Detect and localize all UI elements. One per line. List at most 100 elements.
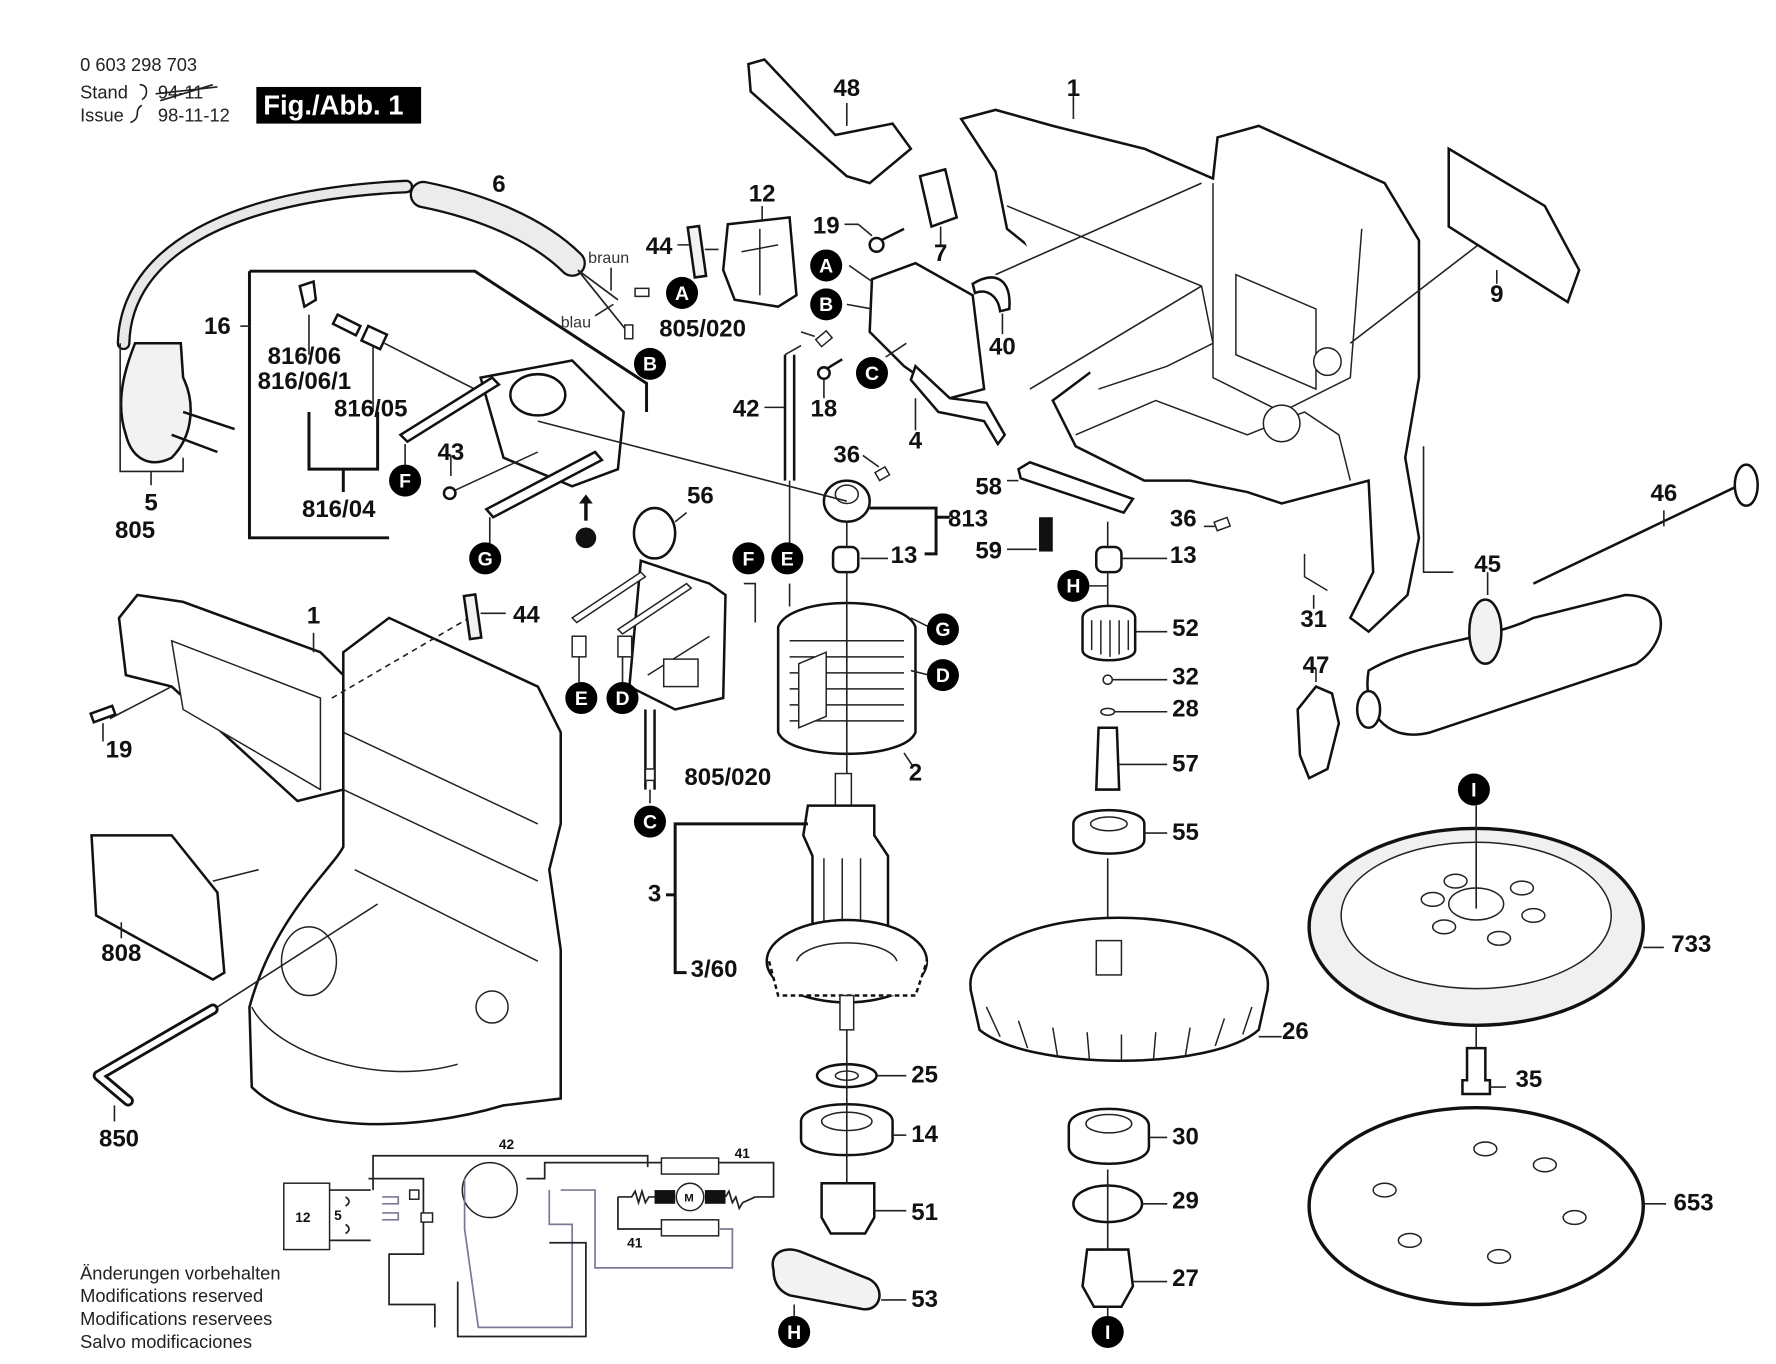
marker-letter: A: [819, 255, 833, 277]
switch-clip-parts: [844, 167, 1011, 335]
part-label-45: 45: [1474, 551, 1501, 578]
auxiliary-handle: [1296, 463, 1759, 780]
marker-letter: A: [675, 283, 689, 305]
marker-letter: D: [936, 665, 950, 687]
switch-assembly: [398, 359, 625, 549]
part-label-48: 48: [833, 75, 860, 102]
part-label-816-05: 816/05: [334, 396, 407, 423]
connection-marker-f: F: [389, 464, 422, 497]
part-label-59: 59: [975, 537, 1002, 564]
part-label-51: 51: [911, 1199, 938, 1226]
marker-letter: H: [787, 1322, 801, 1344]
part-label-813: 813: [948, 505, 988, 532]
cord-clamp-and-cover: [677, 205, 798, 308]
speed-control-board: [570, 506, 727, 804]
connection-marker-e: E: [771, 542, 804, 575]
stand-label: Stand: [80, 81, 128, 102]
footer-note: Salvo modificaciones: [80, 1331, 252, 1352]
part-label-5: 5: [144, 489, 157, 516]
part-label-40: 40: [989, 334, 1016, 361]
marker-letter: G: [935, 619, 950, 641]
connection-marker-h: H: [1057, 569, 1090, 602]
marker-circle: [1091, 1315, 1124, 1348]
wire-label-blue: blau: [561, 313, 591, 331]
drive-column: [1072, 521, 1168, 939]
connection-marker-c: C: [633, 805, 666, 838]
power-cord: [116, 179, 650, 351]
connection-marker-a: A: [810, 249, 843, 282]
marker-letter: I: [1471, 779, 1476, 801]
part-label-3-60: 3/60: [691, 956, 738, 983]
part-label-805: 805: [115, 517, 155, 544]
part-label-56: 56: [687, 482, 714, 509]
brush-holder: [747, 58, 913, 185]
marker-circle: [606, 682, 639, 715]
connection-marker-h: H: [778, 1315, 811, 1348]
part-label-44: 44: [646, 233, 673, 260]
part-label-47: 47: [1303, 652, 1330, 679]
wiring-schematic: 42 41 41 12 5 M: [283, 1137, 775, 1338]
label-plate-808: [90, 834, 259, 981]
issue-date: 98-11-12: [158, 104, 230, 125]
marker-circle: [732, 542, 765, 575]
figure-label-box: [256, 86, 422, 124]
part-label-850: 850: [99, 1126, 139, 1153]
part-label-4: 4: [909, 428, 923, 455]
part-label-46: 46: [1650, 480, 1677, 507]
brace-icon: [130, 104, 143, 124]
marker-circle: [633, 805, 666, 838]
part-label-53: 53: [911, 1286, 938, 1313]
part-label-19: 19: [813, 212, 840, 239]
marker-letter: D: [615, 688, 629, 710]
sanding-pad: [1307, 805, 1664, 1096]
part-label-28: 28: [1172, 695, 1199, 722]
marker-circle: [389, 464, 422, 497]
marker-circle: [771, 542, 804, 575]
part-label-58: 58: [975, 473, 1002, 500]
marker-circle: [633, 347, 666, 380]
part-label-816-06: 816/06: [268, 343, 341, 370]
marker-circle: [926, 613, 959, 646]
part-label-26: 26: [1282, 1018, 1309, 1045]
part-label-805-020: 805/020: [684, 764, 771, 791]
hex-key-850: [92, 903, 379, 1122]
part-label-18: 18: [811, 396, 838, 423]
connection-marker-d: D: [926, 659, 959, 692]
part-label-52: 52: [1172, 615, 1199, 642]
part-label-808: 808: [101, 940, 141, 967]
circuit-label: 12: [295, 1210, 311, 1225]
marker-circle: [666, 276, 699, 309]
circuit-label: 5: [334, 1208, 342, 1223]
circuit-label: 41: [735, 1146, 751, 1161]
wire-label-brown: braun: [588, 249, 629, 267]
part-label-805-020: 805/020: [659, 315, 746, 342]
motor-housing: [959, 96, 1500, 634]
connection-marker-i: I: [1457, 773, 1490, 806]
connection-marker-e: E: [565, 682, 598, 715]
part-label-7: 7: [934, 240, 947, 267]
marker-circle: [926, 659, 959, 692]
armature: [666, 772, 929, 1031]
part-label-14: 14: [911, 1121, 938, 1148]
part-label-43: 43: [438, 439, 465, 466]
marker-circle: [810, 288, 843, 321]
marker-letter: H: [1066, 576, 1080, 598]
clamp-and-spring: [862, 454, 1328, 609]
footer-note: Modifications reservees: [80, 1308, 272, 1329]
connection-marker-b: B: [810, 288, 843, 321]
wire-42: [764, 344, 802, 550]
part-label-57: 57: [1172, 750, 1199, 777]
part-label-35: 35: [1515, 1066, 1542, 1093]
part-label-816-04: 816/04: [302, 496, 376, 523]
lower-bearing-column: [1067, 1107, 1168, 1319]
strikethrough-mark: [155, 83, 218, 102]
footer-note: Änderungen vorbehalten: [80, 1262, 280, 1283]
motor-symbol-label: M: [684, 1193, 694, 1205]
part-label-16: 16: [204, 313, 231, 340]
connection-marker-f: F: [732, 542, 765, 575]
brace-icon: [139, 83, 148, 101]
marker-letter: B: [819, 294, 833, 316]
marker-letter: I: [1105, 1322, 1110, 1344]
circuit-label: 42: [499, 1137, 515, 1152]
